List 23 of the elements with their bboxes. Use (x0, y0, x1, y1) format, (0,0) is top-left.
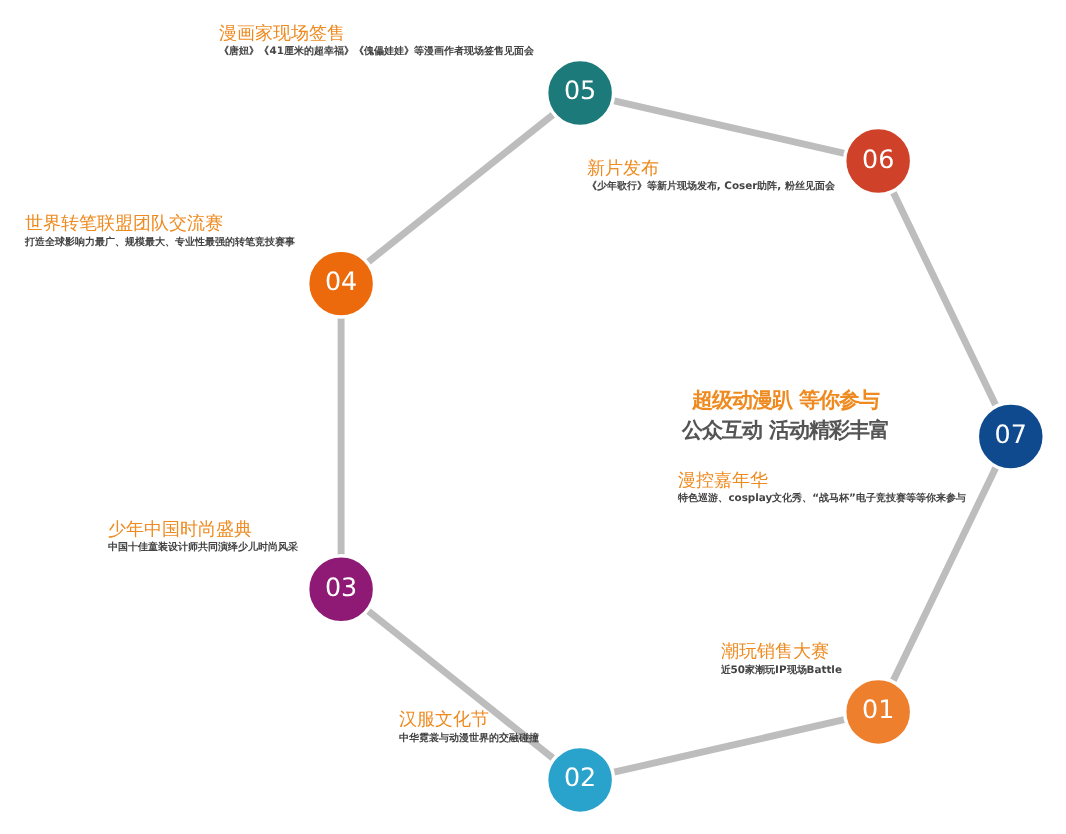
node-label: 新片发布 (585, 156, 658, 179)
label: 公众互动 活动精彩丰富 (680, 417, 888, 442)
node-label: 世界转笔联盟团队交流赛 (23, 212, 222, 235)
node-circle: 04 (304, 247, 376, 318)
connector (888, 464, 999, 683)
node-circle: 02 (543, 743, 615, 815)
node-circle: 03 (304, 553, 376, 624)
node-circle: 06 (841, 124, 913, 196)
node-label: 漫画家现场签售 (218, 21, 345, 44)
node-label: 潮玩销售大赛 (719, 640, 828, 663)
connector (611, 96, 846, 156)
connector (336, 316, 344, 555)
node-circle: 01 (841, 675, 913, 747)
node-label: 汉服文化节 (398, 708, 489, 731)
connector (611, 715, 845, 775)
node-circle: 05 (543, 56, 615, 128)
connector (888, 189, 999, 407)
node-label: 漫控嘉年华 (677, 468, 768, 491)
label: 超级动漫趴 等你参与 (690, 387, 879, 412)
node-circle: 07 (974, 400, 1045, 471)
connector (364, 606, 555, 761)
connector (364, 110, 556, 265)
node-label: 少年中国时尚盛典 (106, 517, 251, 540)
